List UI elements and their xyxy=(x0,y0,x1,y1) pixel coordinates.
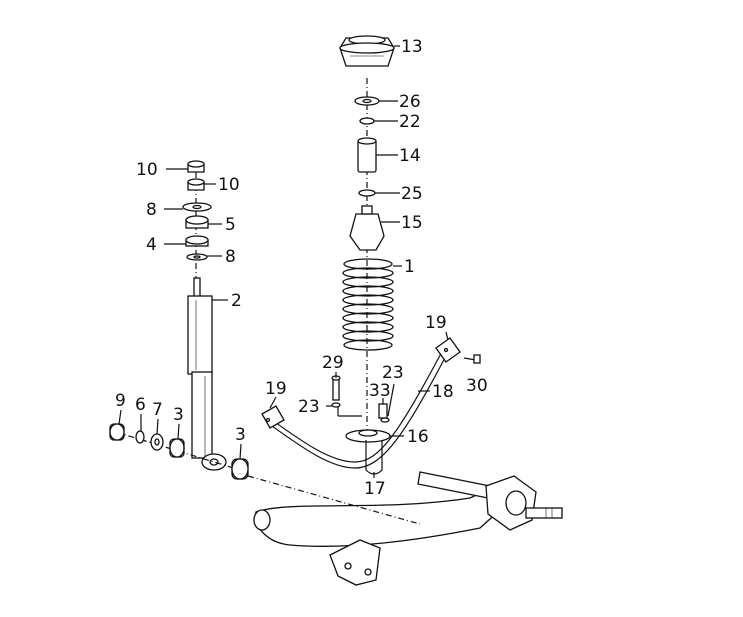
part-15-bump-stop xyxy=(349,205,385,251)
part-29-bolt xyxy=(331,375,341,401)
part-10-lower-nut xyxy=(187,178,205,191)
part-19-bracket-left xyxy=(261,405,285,429)
callout-2: 2 xyxy=(231,291,242,311)
part-13-top-mount xyxy=(339,35,395,67)
callout-8-upper: 8 xyxy=(146,200,157,220)
part-8-lower-washer xyxy=(186,253,208,261)
callout-9: 9 xyxy=(115,391,126,411)
callout-1: 1 xyxy=(404,257,415,277)
leader-lines xyxy=(118,45,449,478)
part-23-clip-left xyxy=(331,402,341,408)
callout-10-lower: 10 xyxy=(218,175,240,195)
part-8-upper-washer xyxy=(182,202,212,212)
callout-33: 33 xyxy=(369,381,391,401)
part-9-cap xyxy=(109,423,125,441)
part-30-screw xyxy=(463,354,481,364)
callout-10-upper: 10 xyxy=(136,160,158,180)
callout-30: 30 xyxy=(466,376,488,396)
callout-19-right: 19 xyxy=(425,313,447,333)
callout-22: 22 xyxy=(399,112,421,132)
part-33-bolt xyxy=(378,403,388,419)
part-25-washer xyxy=(358,189,376,197)
callout-23-right: 23 xyxy=(382,363,404,383)
callout-5: 5 xyxy=(225,215,236,235)
callout-15: 15 xyxy=(401,213,423,233)
part-1-coil-spring xyxy=(342,258,394,351)
part-17-u-bolt xyxy=(365,440,383,475)
part-7-washer xyxy=(150,433,164,451)
part-6-washer xyxy=(135,430,145,444)
part-18-cable xyxy=(271,347,449,469)
callout-6: 6 xyxy=(135,395,146,415)
callout-23-left: 23 xyxy=(298,397,320,417)
rear-axle-assembly xyxy=(247,471,563,586)
callout-3-left: 3 xyxy=(173,405,184,425)
part-3-bushing-right xyxy=(231,458,249,480)
callout-3-right: 3 xyxy=(235,425,246,445)
callout-19-left: 19 xyxy=(265,379,287,399)
part-4-bushing xyxy=(185,235,209,247)
callout-17: 17 xyxy=(364,479,386,499)
callout-25: 25 xyxy=(401,184,423,204)
callout-4: 4 xyxy=(146,235,157,255)
part-3-bushing-left xyxy=(169,438,185,458)
callout-14: 14 xyxy=(399,146,421,166)
part-14-sleeve xyxy=(357,137,377,173)
part-19-bracket-right xyxy=(435,337,461,363)
callout-16: 16 xyxy=(407,427,429,447)
bushing-axis-line xyxy=(115,431,241,471)
callout-29: 29 xyxy=(322,353,344,373)
part-26-washer xyxy=(354,96,380,106)
part-23-clip-right xyxy=(380,417,390,423)
callout-26: 26 xyxy=(399,92,421,112)
callout-13: 13 xyxy=(401,37,423,57)
part-22-ring xyxy=(359,117,375,125)
callout-8-lower: 8 xyxy=(225,247,236,267)
part-10-upper-nut xyxy=(187,160,205,173)
callout-18: 18 xyxy=(432,382,454,402)
callout-7: 7 xyxy=(152,400,163,420)
part-2-shock-absorber xyxy=(187,277,227,471)
part-16-spring-seat xyxy=(345,429,391,443)
part-5-bushing xyxy=(185,215,209,229)
